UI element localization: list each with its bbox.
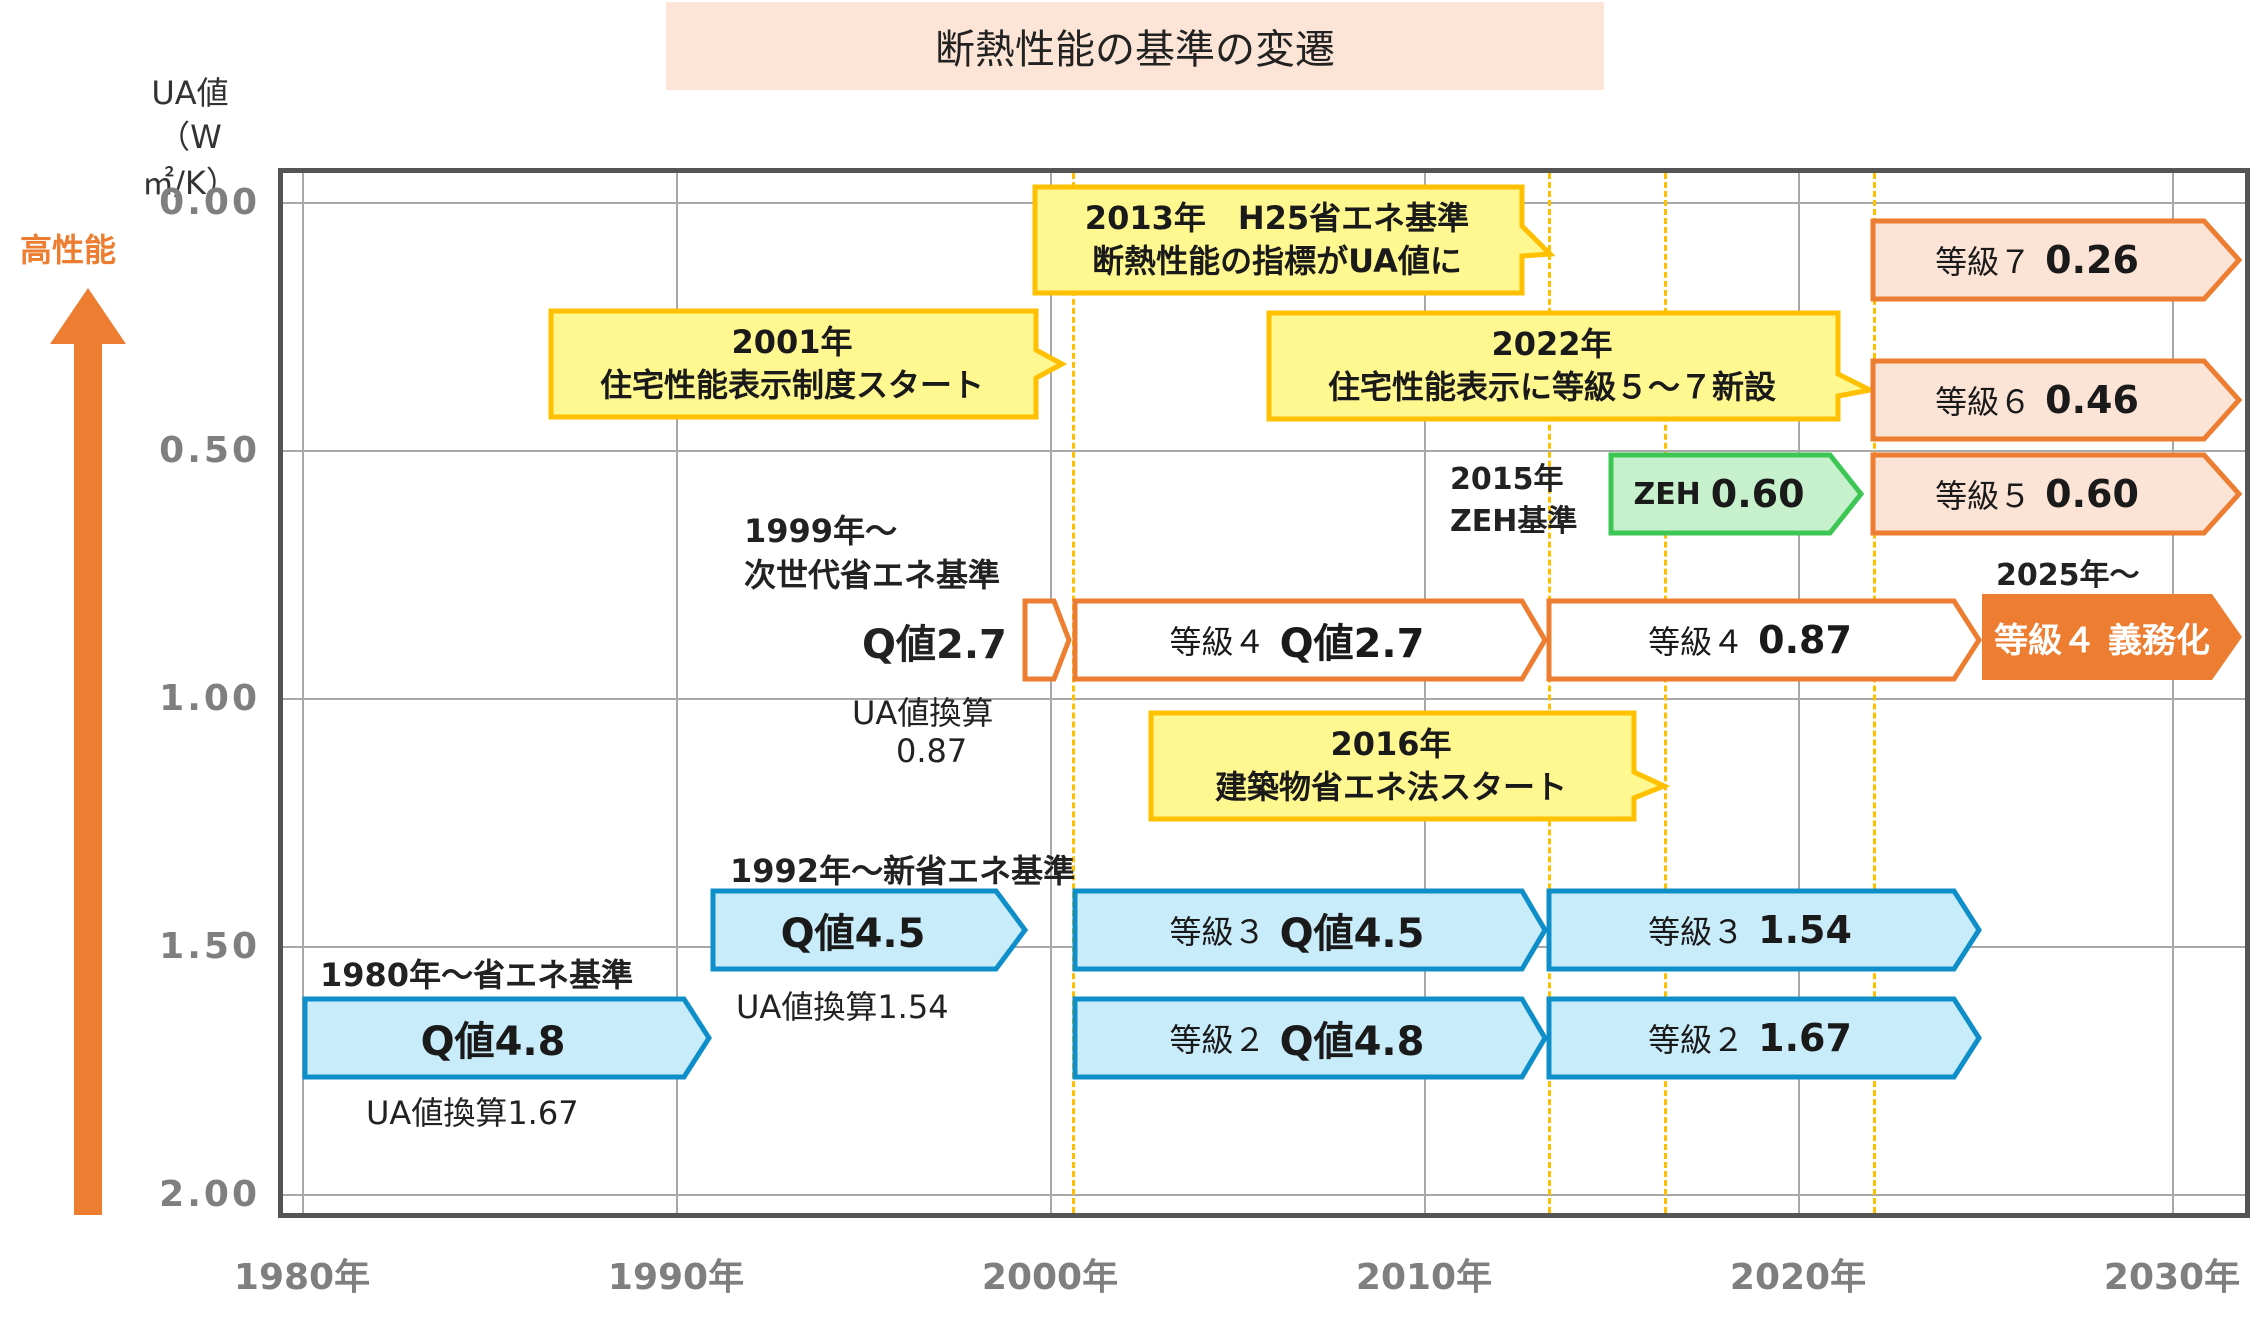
zeh-label: ZEH (1633, 476, 1701, 512)
dashed-line-2001 (1072, 173, 1075, 1213)
chart-title: 断熱性能の基準の変遷 (666, 2, 1604, 90)
note-1980: 1980年～省エネ基準 (320, 956, 634, 994)
grade5-label: 等級５ (1935, 477, 2032, 515)
note-2015-standard: ZEH基準 (1450, 504, 1578, 539)
q48-value: Q値4.8 (420, 1019, 566, 1065)
dashed-line-2013 (1548, 173, 1551, 1213)
x-tick-2030: 2030年 (2103, 1257, 2241, 1298)
grade4-obligation-label: 等級４ 義務化 (1994, 620, 2210, 661)
x-tick-2020: 2020年 (1729, 1257, 1867, 1298)
gridline-2000 (1050, 173, 1052, 1213)
q27-small-arrow (1022, 598, 1072, 682)
callout-2001-year: 2001年 (731, 322, 853, 361)
zeh-bar: ZEH 0.60 (1608, 452, 1865, 536)
up-arrow-shaft (74, 340, 102, 1215)
callout-2022: 2022年 住宅性能表示に等級５～７新設 (1266, 310, 1878, 422)
gridline-1.00 (283, 698, 2245, 700)
grade2-ua-label: 等級２ (1648, 1021, 1745, 1059)
note-1999-ua-label: UA値換算 (852, 694, 994, 732)
note-1999-ua-value: 0.87 (896, 732, 968, 770)
grade2-ua-bar: 等級２ 1.67 (1546, 996, 1982, 1080)
q48-bar-1980: Q値4.8 (302, 996, 712, 1080)
grade6-bar: 等級６ 0.46 (1870, 358, 2243, 442)
zeh-value: 0.60 (1710, 472, 1805, 516)
callout-2001: 2001年 住宅性能表示制度スタート (548, 308, 1068, 420)
callout-2001-text: 住宅性能表示制度スタート (599, 366, 984, 404)
gridline-2010 (1424, 173, 1426, 1213)
grade3-ua-bar: 等級３ 1.54 (1546, 888, 1982, 972)
grade4-ua-value: 0.87 (1758, 618, 1852, 662)
callout-2013: 2013年 H25省エネ基準 断熱性能の指標がUA値に (1032, 184, 1556, 296)
high-performance-label: 高性能 (20, 231, 117, 269)
callout-2022-text: 住宅性能表示に等級５～７新設 (1327, 368, 1776, 406)
y-tick-0.50: 0.50 (159, 430, 260, 471)
note-1999-q-value: Q値2.7 (862, 622, 1007, 668)
grade3-q-label: 等級３ (1169, 913, 1266, 951)
grade5-value: 0.60 (2045, 472, 2139, 516)
gridline-2030 (2172, 173, 2174, 1213)
gridline-2.00 (283, 1194, 2245, 1196)
q45-value: Q値4.5 (780, 911, 926, 957)
x-tick-2000: 2000年 (981, 1257, 1119, 1298)
grade4-ua-bar: 等級４ 0.87 (1546, 598, 1982, 682)
gridline-0.50 (283, 450, 2245, 452)
y-tick-2.00: 2.00 (159, 1174, 260, 1215)
grade6-label: 等級６ (1935, 383, 2032, 421)
note-1999-standard: 次世代省エネ基準 (744, 556, 1001, 594)
x-tick-1980: 1980年 (233, 1257, 371, 1298)
grade4-obligation-bar: 等級４ 義務化 (1982, 594, 2242, 680)
gridline-1990 (676, 173, 678, 1213)
up-arrow-icon (50, 288, 126, 344)
grade7-bar: 等級７ 0.26 (1870, 218, 2243, 302)
grade2-q-label: 等級２ (1169, 1021, 1266, 1059)
grade2-q-value: Q値4.8 (1279, 1019, 1425, 1065)
grade4-q-bar: 等級４ Q値2.7 (1072, 598, 1548, 682)
x-tick-1990: 1990年 (607, 1257, 745, 1298)
note-1992: 1992年～新省エネ基準 (730, 852, 1076, 890)
plot-frame (278, 168, 2250, 1218)
grade2-q-bar: 等級２ Q値4.8 (1072, 996, 1548, 1080)
y-axis-unit-name: UA値 (151, 74, 229, 112)
grade6-value: 0.46 (2045, 378, 2139, 422)
grade2-ua-value: 1.67 (1758, 1016, 1852, 1060)
grade3-ua-value: 1.54 (1758, 908, 1852, 952)
q45-bar-1992: Q値4.5 (710, 888, 1029, 972)
callout-2016-text: 建築物省エネ法スタート (1214, 768, 1567, 806)
note-2015-year: 2015年 (1450, 462, 1564, 497)
gridline-2020 (1798, 173, 1800, 1213)
y-tick-1.50: 1.50 (159, 926, 260, 967)
note-1980-ua: UA値換算1.67 (366, 1094, 579, 1132)
note-2025: 2025年～ (1996, 558, 2140, 593)
gridline-1980 (302, 173, 304, 1213)
grade4-ua-label: 等級４ (1648, 623, 1745, 661)
note-1992-ua: UA値換算1.54 (736, 988, 949, 1026)
grade7-label: 等級７ (1935, 243, 2032, 281)
grade4-q-label: 等級４ (1169, 623, 1266, 661)
callout-2013-text: 断熱性能の指標がUA値に (1092, 242, 1462, 280)
grade3-ua-label: 等級３ (1648, 913, 1745, 951)
grade5-bar: 等級５ 0.60 (1870, 452, 2243, 536)
callout-2016-year: 2016年 (1330, 724, 1452, 763)
dashed-line-2022 (1873, 173, 1876, 1213)
dashed-line-2016 (1664, 173, 1667, 1213)
callout-2022-year: 2022年 (1491, 324, 1613, 363)
note-1999-year: 1999年～ (744, 512, 898, 550)
y-tick-0.00: 0.00 (159, 182, 260, 223)
y-axis-unit: （W㎡/K） (142, 118, 238, 202)
grade3-q-bar: 等級３ Q値4.5 (1072, 888, 1548, 972)
grade4-q-value: Q値2.7 (1279, 621, 1425, 667)
grade7-value: 0.26 (2045, 238, 2139, 282)
callout-2016: 2016年 建築物省エネ法スタート (1148, 710, 1671, 822)
y-tick-1.00: 1.00 (159, 678, 260, 719)
grade3-q-value: Q値4.5 (1279, 911, 1425, 957)
x-tick-2010: 2010年 (1355, 1257, 1493, 1298)
callout-2013-year: 2013年 H25省エネ基準 (1084, 198, 1470, 237)
